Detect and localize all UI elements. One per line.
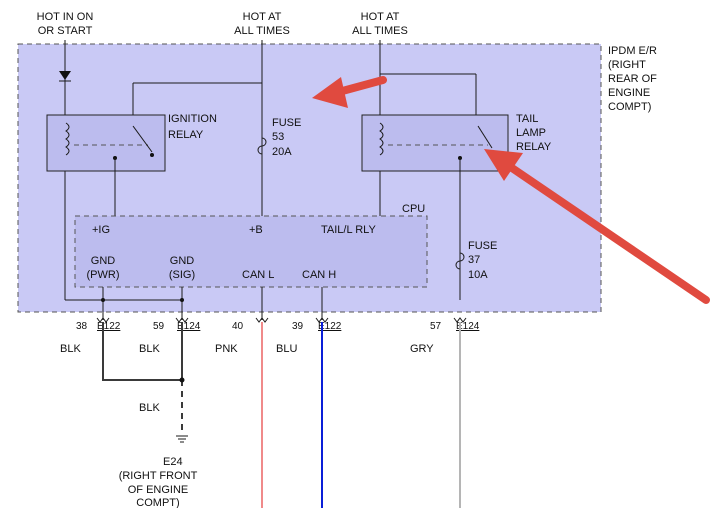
connector-59-symbol: [175, 317, 189, 323]
module-name-line-3: REAR OF: [608, 73, 657, 85]
module-name-line-1: IPDM E/R: [608, 45, 657, 57]
connector-39-symbol: [315, 317, 329, 323]
connector-38-pin: 38: [76, 321, 88, 332]
connector-39-name: E122: [318, 321, 342, 332]
diode-symbol: [59, 71, 71, 80]
ignition-source-label-2: OR START: [38, 25, 93, 37]
tail-lamp-relay-label-3: RELAY: [516, 141, 552, 153]
cpu-pin-tail: TAIL/L RLY: [321, 224, 376, 236]
module-name-line-5: COMPT): [608, 101, 651, 113]
ignition-relay-switch: [132, 125, 153, 153]
hot-at-all-times-label-1a: HOT AT: [243, 11, 282, 23]
tail-lamp-relay-box: [361, 114, 509, 172]
ignition-relay-box: [46, 114, 166, 172]
cpu-can-h: CAN H: [302, 269, 336, 281]
connector-40-symbol: [255, 317, 269, 323]
connector-57-pin: 57: [430, 321, 442, 332]
connector-39-pin: 39: [292, 321, 304, 332]
hot-at-all-times-label-2a: HOT AT: [361, 11, 400, 23]
cpu-gnd-pwr-2: (PWR): [87, 269, 120, 281]
fuse-37-label-2: 37: [468, 254, 480, 266]
wire-color-blk-2: BLK: [139, 343, 160, 355]
cpu-pin-b: +B: [249, 224, 263, 236]
connector-40-pin: 40: [232, 321, 244, 332]
ground-icon: [176, 435, 188, 443]
ignition-relay-coil: [65, 122, 70, 156]
cpu-gnd-pwr-1: GND: [91, 255, 116, 267]
tail-lamp-relay-switch: [477, 125, 493, 149]
ignition-source-label-1: HOT IN ON: [37, 11, 94, 23]
cpu-can-l: CAN L: [242, 269, 274, 281]
fuse-53-label-1: FUSE: [272, 117, 301, 129]
fuse-53-symbol: [257, 137, 267, 155]
fuse-37-symbol: [455, 252, 465, 270]
connector-38-name: E122: [97, 321, 121, 332]
module-name-line-4: ENGINE: [608, 87, 650, 99]
connector-57-name: E124: [456, 321, 480, 332]
wire-color-gry: GRY: [410, 343, 434, 355]
fuse-53-label-3: 20A: [272, 146, 292, 158]
hot-at-all-times-label-1b: ALL TIMES: [234, 25, 290, 37]
connector-59-pin: 59: [153, 321, 165, 332]
fuse-37-label-1: FUSE: [468, 240, 497, 252]
wire-color-blk-3: BLK: [139, 402, 160, 414]
cpu-pin-ig: +IG: [92, 224, 110, 236]
tail-lamp-relay-label-2: LAMP: [516, 127, 546, 139]
tail-lamp-relay-coil: [379, 122, 384, 156]
ignition-relay-contact: [150, 153, 154, 157]
fuse-37-label-3: 10A: [468, 269, 488, 281]
red-arrow-right: [484, 149, 710, 304]
ground-location-1: (RIGHT FRONT: [119, 470, 198, 482]
blk-junction: [179, 377, 185, 383]
tail-lamp-relay-label-1: TAIL: [516, 113, 538, 125]
ground-name: E24: [163, 456, 183, 468]
gnd-junction-2: [180, 298, 184, 302]
ground-location-2: OF ENGINE: [128, 484, 189, 496]
gnd-junction-1: [101, 298, 105, 302]
connector-38-symbol: [96, 317, 110, 323]
fuse-53-label-2: 53: [272, 131, 284, 143]
blk-wire-1: [102, 322, 182, 381]
connector-57-symbol: [453, 317, 467, 323]
connector-59-name: E124: [177, 321, 201, 332]
hot-at-all-times-label-2b: ALL TIMES: [352, 25, 408, 37]
cpu-gnd-sig-2: (SIG): [169, 269, 195, 281]
wire-color-blu: BLU: [276, 343, 297, 355]
cpu-label: CPU: [402, 203, 425, 215]
wire-color-pnk: PNK: [215, 343, 238, 355]
wire-color-blk-1: BLK: [60, 343, 81, 355]
ignition-relay-label-1: IGNITION: [168, 113, 217, 125]
module-name-line-2: (RIGHT: [608, 59, 646, 71]
red-arrow-top: [312, 76, 387, 108]
cpu-box: [74, 215, 428, 288]
cpu-gnd-sig-1: GND: [170, 255, 195, 267]
ground-location-3: COMPT): [136, 497, 179, 508]
ignition-relay-label-2: RELAY: [168, 129, 204, 141]
